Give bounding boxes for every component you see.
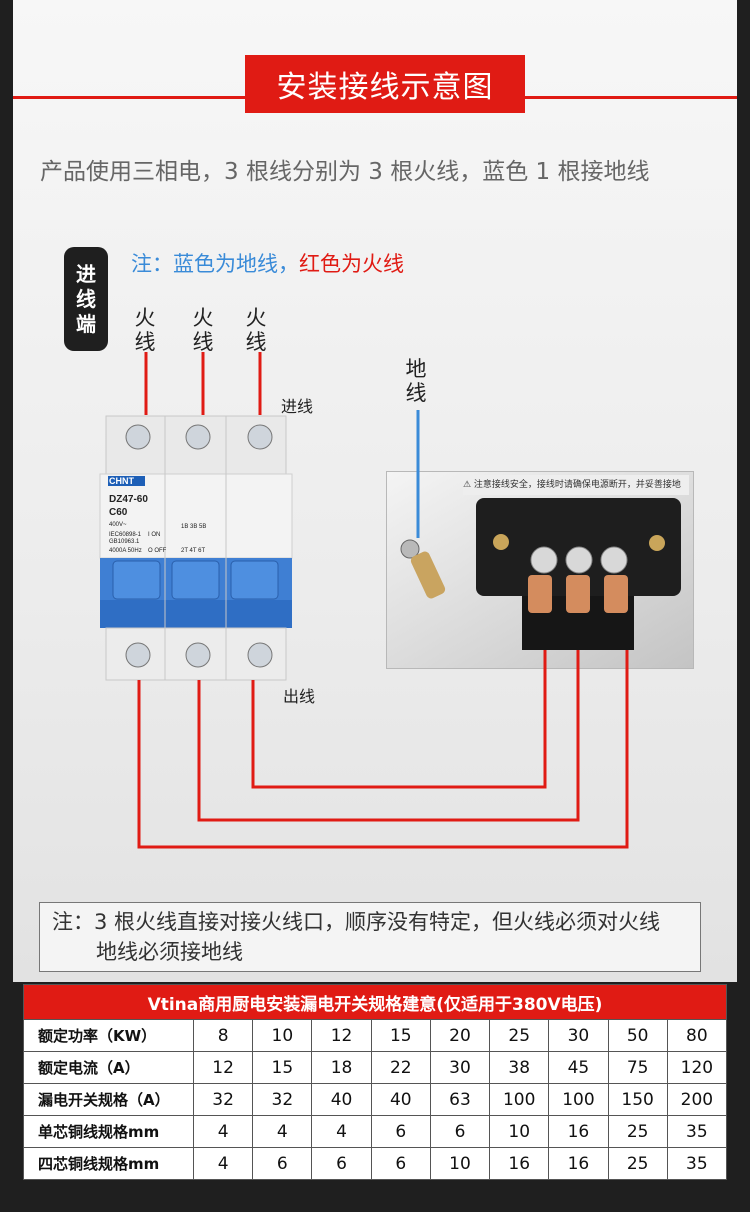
table-cell: 100: [548, 1083, 609, 1116]
table-cell: 8: [192, 1019, 254, 1052]
breaker-spec: 4000A 50Hz: [109, 548, 142, 554]
color-note-red: 红色为火线: [299, 252, 404, 276]
table-row: 额定功率（KW） 8 10 12 15 20 25 30 50 80: [23, 1019, 728, 1052]
table-cell: 4: [311, 1115, 372, 1148]
breaker-poles-top: 1B 3B 5B: [181, 524, 206, 530]
spec-table-title: Vtina商用厨电安装漏电开关规格建意(仅适用于380V电压): [23, 984, 727, 1020]
table-row: 单芯铜线规格mm 4 4 4 6 6 10 16 25 35: [23, 1115, 728, 1148]
table-cell: 35: [666, 1147, 728, 1180]
table-cell: 15: [370, 1019, 431, 1052]
breaker-std-1: IEC60898-1: [109, 532, 142, 538]
breaker-rating: C60: [109, 507, 128, 518]
table-cell: 100: [489, 1083, 550, 1116]
table-cell: 16: [489, 1147, 550, 1180]
ground-wire-label: 地线: [405, 357, 427, 406]
color-note-blue: 注：蓝色为地线，: [131, 252, 299, 276]
table-cell: 20: [429, 1019, 491, 1052]
table-row: 四芯铜线规格mm 4 6 6 6 10 16 16 25 35: [23, 1147, 728, 1180]
table-cell: 35: [666, 1115, 728, 1148]
table-cell: 25: [489, 1019, 550, 1052]
breaker-off-text: O OFF: [148, 548, 167, 554]
table-cell: 12: [192, 1051, 254, 1084]
table-cell: 63: [429, 1083, 491, 1116]
table-cell: 16: [548, 1115, 609, 1148]
table-cell: 80: [666, 1019, 728, 1052]
table-cell: 6: [311, 1147, 372, 1180]
intro-text: 产品使用三相电，3 根线分别为 3 根火线，蓝色 1 根接地线: [40, 159, 650, 185]
table-cell: 30: [548, 1019, 609, 1052]
table-cell: 40: [311, 1083, 372, 1116]
breaker-std-2: GB10963.1: [109, 539, 140, 545]
table-cell: 4: [192, 1115, 254, 1148]
table-cell: 10: [429, 1147, 491, 1180]
ground-lug: [400, 539, 446, 599]
table-cell: 22: [370, 1051, 431, 1084]
table-cell: 38: [489, 1051, 550, 1084]
table-row: 漏电开关规格（A） 32 32 40 40 63 100 100 150 200: [23, 1083, 728, 1116]
bottom-note: 注：3 根火线直接对接火线口，顺序没有特定，但火线必须对火线 地线必须接地线: [39, 902, 701, 972]
incoming-side-badge: 进线端: [64, 247, 108, 351]
breaker-spec-table: Vtina商用厨电安装漏电开关规格建意(仅适用于380V电压) 额定功率（KW）…: [23, 984, 728, 1180]
table-cell: 4: [252, 1115, 313, 1148]
breaker-screws-top: [125, 424, 273, 450]
incoming-label: 进线: [281, 397, 314, 416]
table-cell: 10: [252, 1019, 313, 1052]
table-cell: 32: [252, 1083, 313, 1116]
terminal-block: [476, 498, 681, 650]
table-cell: 15: [252, 1051, 313, 1084]
table-cell: 75: [607, 1051, 668, 1084]
row-label: 单芯铜线规格mm: [23, 1115, 194, 1148]
table-cell: 10: [489, 1115, 550, 1148]
live-wire-label-3: 火线: [245, 306, 267, 355]
table-cell: 150: [607, 1083, 668, 1116]
breaker-poles-bottom: 2T 4T 6T: [181, 548, 205, 554]
breaker-brand: CHNT: [109, 476, 134, 486]
bottom-note-line-2: 地线必须接地线: [96, 940, 243, 964]
badge-text: 进线端: [76, 261, 96, 336]
table-cell: 16: [548, 1147, 609, 1180]
breaker-model: DZ47-60: [109, 494, 148, 505]
table-row: 额定电流（A） 12 15 18 22 30 38 45 75 120: [23, 1051, 728, 1084]
table-cell: 6: [252, 1147, 313, 1180]
row-label: 漏电开关规格（A）: [23, 1083, 194, 1116]
table-cell: 50: [607, 1019, 668, 1052]
table-cell: 40: [370, 1083, 431, 1116]
breaker-on-text: I ON: [148, 532, 160, 538]
table-cell: 200: [666, 1083, 728, 1116]
photo-warning-text: ⚠ 注意接线安全，接线时请确保电源断开，并妥善接地: [463, 475, 689, 495]
bottom-note-line-1: 注：3 根火线直接对接火线口，顺序没有特定，但火线必须对火线: [52, 910, 661, 934]
table-cell: 25: [607, 1147, 668, 1180]
incoming-live-wires: [144, 352, 262, 415]
page-title: 安装接线示意图: [245, 55, 525, 113]
breaker-voltage: 400V~: [109, 522, 127, 528]
table-cell: 6: [370, 1147, 431, 1180]
table-cell: 120: [666, 1051, 728, 1084]
table-cell: 25: [607, 1115, 668, 1148]
table-cell: 12: [311, 1019, 372, 1052]
table-cell: 32: [192, 1083, 254, 1116]
table-cell: 45: [548, 1051, 609, 1084]
circuit-breaker: [99, 415, 293, 681]
table-cell: 6: [429, 1115, 491, 1148]
live-wire-label-2: 火线: [192, 306, 214, 355]
table-cell: 4: [192, 1147, 254, 1180]
table-cell: 18: [311, 1051, 372, 1084]
table-cell: 30: [429, 1051, 491, 1084]
row-label: 四芯铜线规格mm: [23, 1147, 194, 1180]
breaker-screws-bottom: [125, 642, 273, 668]
outgoing-label: 出线: [283, 687, 316, 706]
color-note: 注：蓝色为地线，红色为火线: [131, 248, 404, 278]
live-wire-label-1: 火线: [134, 306, 156, 355]
row-label: 额定功率（KW）: [23, 1019, 194, 1052]
row-label: 额定电流（A）: [23, 1051, 194, 1084]
outgoing-live-wires: [137, 616, 629, 849]
table-cell: 6: [370, 1115, 431, 1148]
